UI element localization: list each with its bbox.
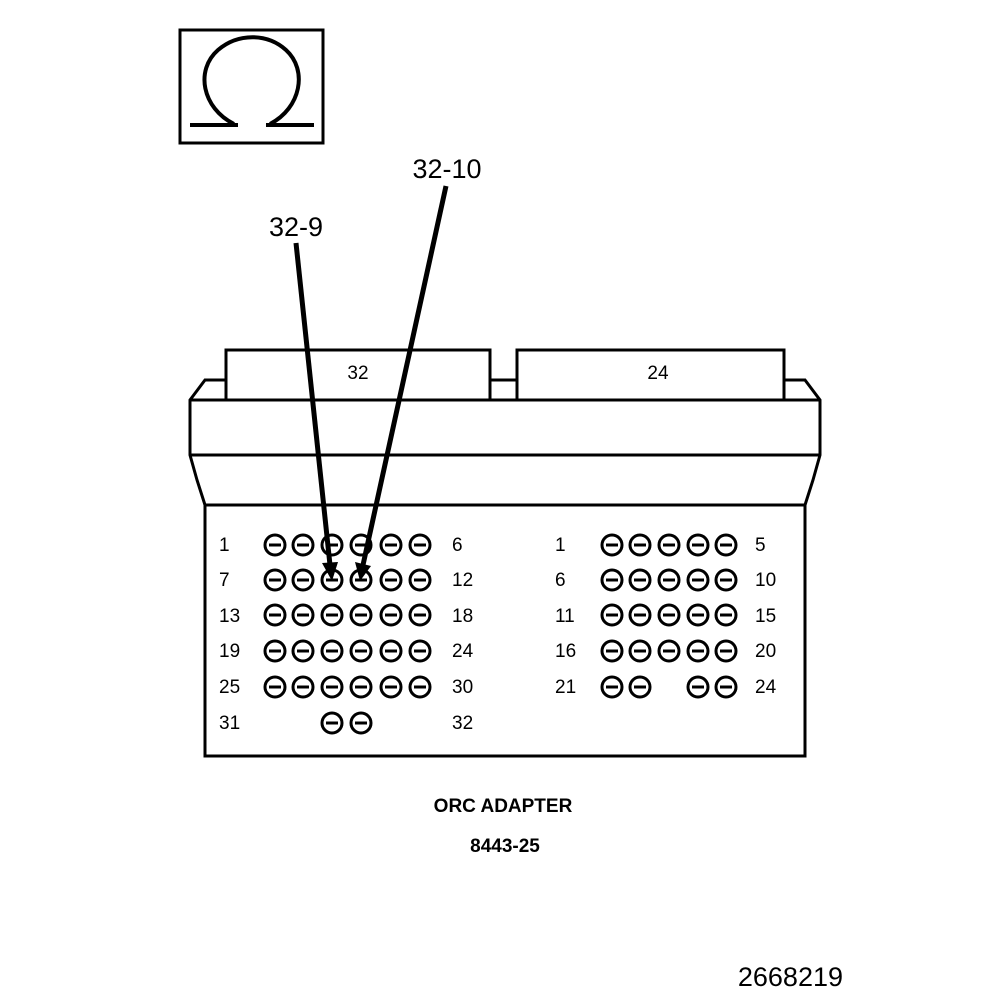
pin-socket [600, 675, 624, 699]
pin-socket [686, 533, 710, 557]
pin-socket [291, 603, 315, 627]
pin-socket [657, 639, 681, 663]
pin-socket [291, 639, 315, 663]
pin-socket [408, 639, 432, 663]
row-end-label: 18 [452, 606, 473, 627]
caption-title: ORC ADAPTER [434, 796, 573, 817]
pin-socket [686, 568, 710, 592]
row-start-label: 11 [555, 606, 575, 627]
pin-socket [349, 711, 373, 735]
pin-socket [628, 568, 652, 592]
callout-label-32-10: 32-10 [412, 154, 481, 184]
ohm-symbol [178, 28, 325, 145]
pin-socket [657, 568, 681, 592]
connector-body [188, 378, 822, 758]
header-label-32: 32 [347, 363, 368, 384]
pin-socket [600, 533, 624, 557]
pin-socket [263, 639, 287, 663]
row-start-label: 1 [219, 535, 230, 556]
pin-socket [291, 675, 315, 699]
row-end-label: 12 [452, 570, 473, 591]
pin-socket [408, 568, 432, 592]
pin-socket [714, 533, 738, 557]
row-start-label: 19 [219, 641, 240, 662]
pin-socket [320, 603, 344, 627]
pin-socket [263, 603, 287, 627]
arrow-32-9 [293, 242, 333, 566]
pin-socket [686, 639, 710, 663]
right-block-labels: 1 5 6 10 11 15 16 20 21 24 [555, 535, 777, 698]
pin-socket [263, 533, 287, 557]
row-end-label: 5 [755, 535, 766, 556]
pin-socket [408, 533, 432, 557]
pin-socket [628, 675, 652, 699]
pin-socket [600, 603, 624, 627]
pin-socket [628, 639, 652, 663]
callout-label-32-9: 32-9 [269, 212, 323, 242]
pin-socket [628, 533, 652, 557]
row-end-label: 24 [755, 677, 777, 698]
pin-socket [320, 675, 344, 699]
pin-socket [714, 639, 738, 663]
pin-socket [379, 603, 403, 627]
row-end-label: 30 [452, 677, 473, 698]
pin-socket [600, 639, 624, 663]
header-tab-24: 24 [515, 348, 786, 402]
pin-sockets [263, 533, 738, 735]
pin-socket [349, 603, 373, 627]
pin-socket [657, 603, 681, 627]
figure-id: 2668219 [738, 962, 843, 992]
row-start-label: 7 [219, 570, 230, 591]
callout-arrows [293, 185, 449, 581]
pin-socket [379, 568, 403, 592]
pin-socket [714, 675, 738, 699]
left-block-labels: 1 6 7 12 13 18 19 24 25 30 31 32 [219, 535, 474, 734]
header-tab-32: 32 [224, 348, 492, 402]
pin-socket [379, 533, 403, 557]
pin-socket [628, 603, 652, 627]
pin-socket [379, 675, 403, 699]
pin-socket [686, 675, 710, 699]
pin-socket [263, 675, 287, 699]
arrowhead-32-10 [355, 562, 371, 581]
row-end-label: 20 [755, 641, 776, 662]
arrowhead-32-9 [322, 562, 338, 581]
pin-socket [320, 711, 344, 735]
arrow-32-10 [360, 185, 449, 566]
row-start-label: 31 [219, 713, 240, 734]
pin-socket [657, 533, 681, 557]
pin-socket [408, 675, 432, 699]
pin-socket [379, 639, 403, 663]
pin-socket [291, 568, 315, 592]
pin-socket [714, 603, 738, 627]
row-start-label: 13 [219, 606, 240, 627]
row-end-label: 10 [755, 570, 776, 591]
header-label-24: 24 [647, 363, 669, 384]
pin-socket [349, 639, 373, 663]
row-end-label: 32 [452, 713, 473, 734]
pin-socket [320, 639, 344, 663]
pin-socket [714, 568, 738, 592]
row-end-label: 15 [755, 606, 776, 627]
row-start-label: 25 [219, 677, 240, 698]
row-start-label: 16 [555, 641, 576, 662]
row-end-label: 24 [452, 641, 474, 662]
row-start-label: 1 [555, 535, 566, 556]
pin-socket [291, 533, 315, 557]
row-start-label: 6 [555, 570, 566, 591]
pin-socket [600, 568, 624, 592]
pin-socket [349, 675, 373, 699]
pin-socket [408, 603, 432, 627]
caption-number: 8443-25 [470, 836, 540, 857]
pin-socket [686, 603, 710, 627]
pin-socket [263, 568, 287, 592]
row-end-label: 6 [452, 535, 463, 556]
row-start-label: 21 [555, 677, 576, 698]
ohm-icon [190, 35, 314, 127]
